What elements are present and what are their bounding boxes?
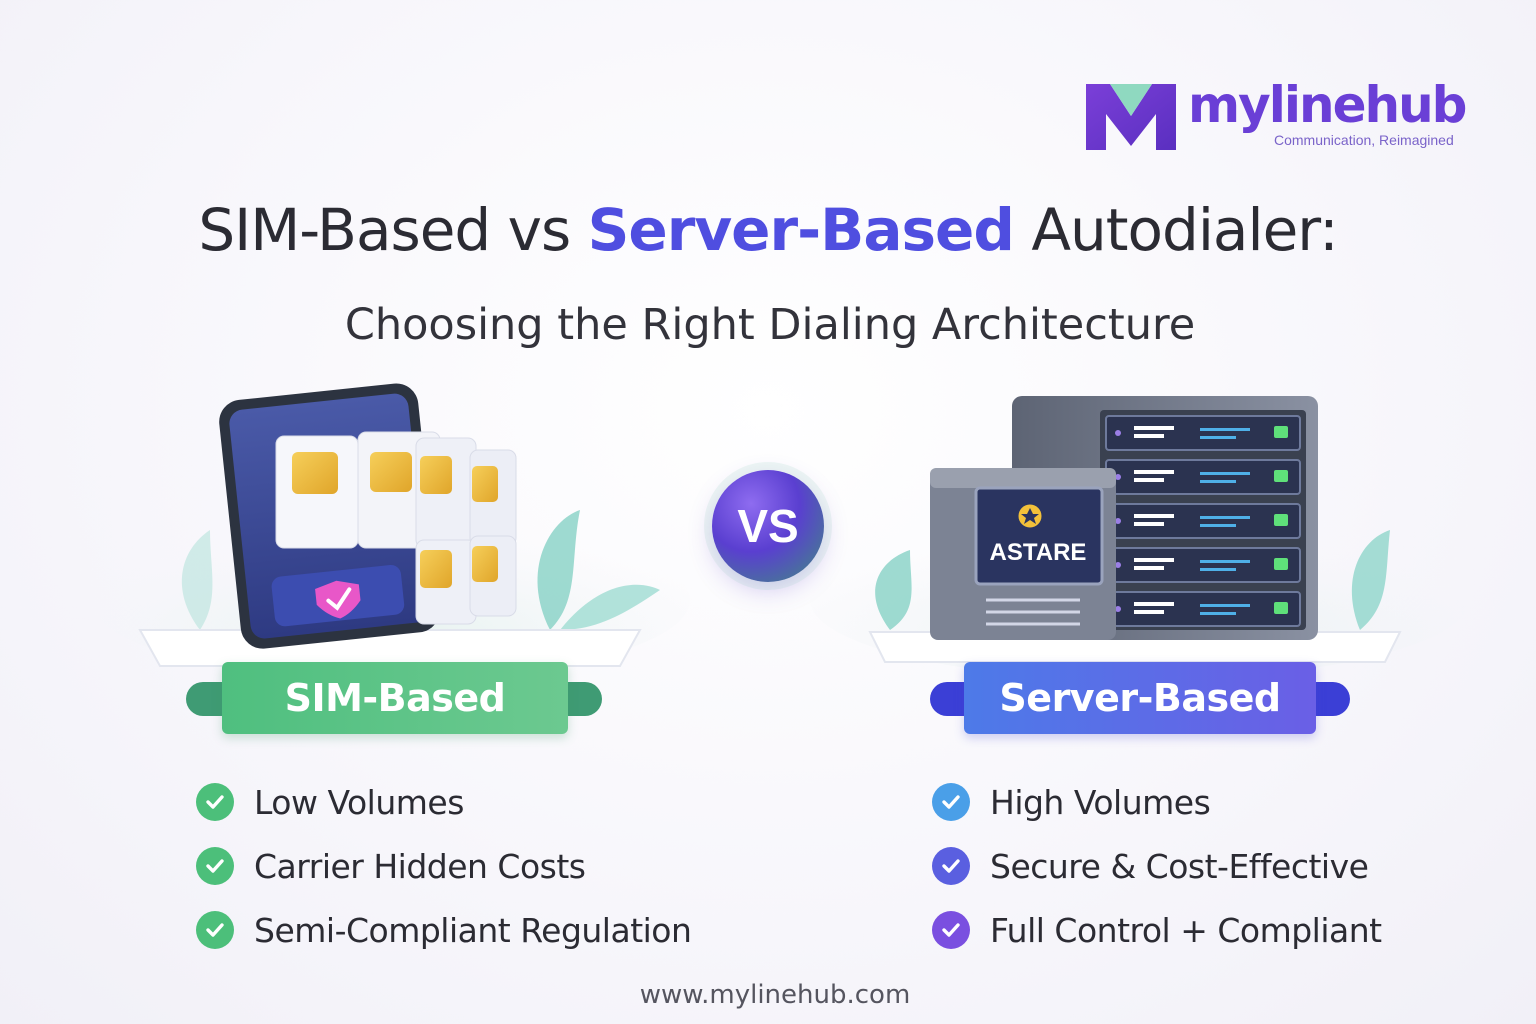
check-circle-icon [932,783,970,821]
list-item-text: High Volumes [990,782,1211,822]
server-based-label: Server-Based [964,662,1316,734]
list-item-text: Low Volumes [254,782,464,822]
list-item-text: Full Control + Compliant [990,910,1382,950]
page-title: SIM-Based vs Server-Based Autodialer: [0,196,1536,264]
check-circle-icon [196,847,234,885]
sim-phone-illustration [90,383,690,680]
sim-based-label: SIM-Based [222,662,568,734]
brand-tagline: Communication, Reimagined [1274,132,1454,148]
list-item: High Volumes [932,782,1382,822]
mylinehub-logo-icon [1086,84,1176,150]
title-accent: Server-Based [587,196,1015,264]
check-circle-icon [932,911,970,949]
list-item: Semi-Compliant Regulation [196,910,692,950]
list-item: Secure & Cost-Effective [932,846,1382,886]
sim-based-ribbon: SIM-Based [186,662,602,734]
footer-url[interactable]: www.mylinehub.com [639,980,911,1010]
brand-logo: mylinehub Communication, Reimagined [1084,76,1484,152]
page-subtitle: Choosing the Right Dialing Architecture [344,300,1196,350]
brand-name: mylinehub [1188,76,1467,134]
list-item-text: Secure & Cost-Effective [990,846,1369,886]
server-based-ribbon: Server-Based [930,662,1350,734]
sim-based-feature-list: Low Volumes Carrier Hidden Costs Semi-Co… [196,782,692,974]
check-circle-icon [196,911,234,949]
server-panel-label: ASTARE [990,539,1087,566]
list-item: Low Volumes [196,782,691,822]
check-circle-icon [932,847,970,885]
list-item: Carrier Hidden Costs [196,846,691,886]
list-item-text: Carrier Hidden Costs [254,846,586,886]
title-part1: SIM-Based vs [198,196,588,264]
check-circle-icon [196,783,234,821]
list-item-text: Semi-Compliant Regulation [254,910,692,950]
server-based-feature-list: High Volumes Secure & Cost-Effective Ful… [932,782,1382,974]
list-item: Full Control + Compliant [932,910,1382,950]
server-rack-illustration: ASTARE [810,396,1470,680]
vs-badge: VS [712,470,824,582]
title-part2: Autodialer: [1013,196,1338,264]
